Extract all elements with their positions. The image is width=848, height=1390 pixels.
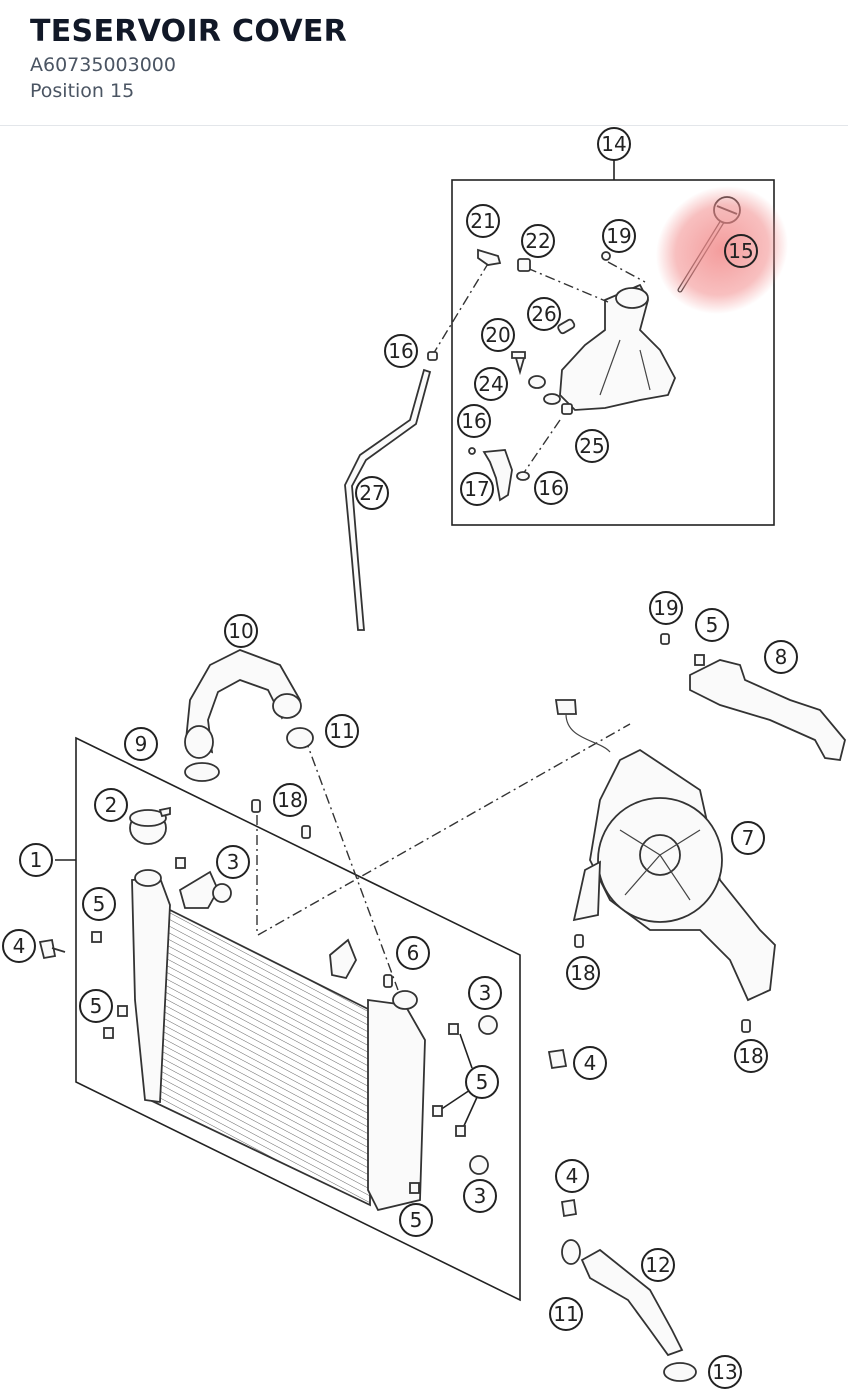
svg-text:13: 13 (712, 1360, 737, 1384)
highlight-marker (655, 185, 789, 315)
svg-text:6: 6 (407, 941, 420, 965)
svg-text:5: 5 (410, 1208, 423, 1232)
callout-1: 1 (19, 843, 53, 877)
callout-19-mid: 19 (649, 591, 683, 625)
callout-4-c: 4 (555, 1159, 589, 1193)
fan-assembly (554, 699, 776, 1033)
callout-10: 10 (224, 614, 258, 648)
callout-9: 9 (124, 727, 158, 761)
callout-4-a: 4 (2, 929, 36, 963)
radiator-assembly (55, 723, 631, 1302)
svg-text:3: 3 (227, 850, 240, 874)
callout-4-b: 4 (573, 1046, 607, 1080)
svg-text:14: 14 (601, 132, 626, 156)
callout-19-top: 19 (602, 219, 636, 253)
svg-text:27: 27 (359, 481, 384, 505)
svg-text:22: 22 (525, 229, 550, 253)
svg-text:11: 11 (553, 1302, 578, 1326)
svg-text:4: 4 (566, 1164, 579, 1188)
callout-8: 8 (764, 640, 798, 674)
svg-text:16: 16 (461, 409, 486, 433)
svg-text:19: 19 (606, 224, 631, 248)
callout-2: 2 (94, 788, 128, 822)
callout-11-top: 11 (325, 714, 359, 748)
callout-16-a: 16 (384, 334, 418, 368)
svg-text:4: 4 (13, 934, 26, 958)
callout-21: 21 (466, 204, 500, 238)
callout-5-e: 5 (399, 1203, 433, 1237)
page-title: TESERVOIR COVER (30, 14, 348, 49)
callout-5-a: 5 (695, 608, 729, 642)
callout-20: 20 (481, 318, 515, 352)
callout-14: 14 (597, 127, 631, 161)
svg-text:20: 20 (485, 323, 510, 347)
callout-22: 22 (521, 224, 555, 258)
svg-text:17: 17 (464, 477, 489, 501)
svg-text:25: 25 (579, 434, 604, 458)
callout-6: 6 (396, 936, 430, 970)
callout-7: 7 (731, 821, 765, 855)
svg-text:19: 19 (653, 596, 678, 620)
callout-11-bottom: 11 (549, 1297, 583, 1331)
page-header: TESERVOIR COVER A60735003000 Position 15 (0, 0, 848, 126)
part-number: A60735003000 (30, 54, 176, 76)
svg-text:15: 15 (728, 239, 753, 263)
svg-text:4: 4 (584, 1051, 597, 1075)
svg-text:18: 18 (738, 1044, 763, 1068)
svg-text:11: 11 (329, 719, 354, 743)
reservoir-assembly (427, 160, 775, 526)
callout-5-c: 5 (79, 989, 113, 1023)
svg-text:9: 9 (135, 732, 148, 756)
position-label: Position 15 (30, 80, 135, 102)
callout-12: 12 (641, 1248, 675, 1282)
callout-16-b: 16 (457, 404, 491, 438)
bolt-4-left (38, 938, 66, 960)
svg-text:5: 5 (476, 1070, 489, 1094)
svg-text:26: 26 (531, 302, 556, 326)
svg-text:1: 1 (30, 848, 43, 872)
hose-12 (580, 1248, 684, 1357)
callout-24: 24 (474, 367, 508, 401)
svg-text:21: 21 (470, 209, 495, 233)
svg-text:16: 16 (538, 476, 563, 500)
clamp-11-top (286, 727, 314, 749)
svg-text:24: 24 (478, 372, 503, 396)
callout-5-d: 5 (465, 1065, 499, 1099)
bracket-8 (689, 659, 846, 761)
svg-text:5: 5 (90, 994, 103, 1018)
svg-text:2: 2 (105, 793, 118, 817)
callout-3-b: 3 (468, 976, 502, 1010)
callout-18-a: 18 (273, 783, 307, 817)
hose-27 (344, 368, 432, 631)
svg-text:7: 7 (742, 826, 755, 850)
callout-13: 13 (708, 1355, 742, 1389)
callout-5-b: 5 (82, 887, 116, 921)
callout-16-c: 16 (534, 471, 568, 505)
callout-25: 25 (575, 429, 609, 463)
svg-text:3: 3 (474, 1184, 487, 1208)
svg-text:12: 12 (645, 1253, 670, 1277)
callout-3-a: 3 (216, 845, 250, 879)
callout-3-c: 3 (463, 1179, 497, 1213)
callout-18-b: 18 (566, 956, 600, 990)
callout-17: 17 (460, 472, 494, 506)
svg-text:16: 16 (388, 339, 413, 363)
svg-text:10: 10 (228, 619, 253, 643)
svg-text:18: 18 (277, 788, 302, 812)
callout-26: 26 (527, 297, 561, 331)
svg-text:18: 18 (570, 961, 595, 985)
svg-text:3: 3 (479, 981, 492, 1005)
callout-27: 27 (355, 476, 389, 510)
svg-text:5: 5 (93, 892, 106, 916)
callout-18-c: 18 (734, 1039, 768, 1073)
callout-15: 15 (724, 234, 758, 268)
svg-text:5: 5 (706, 613, 719, 637)
svg-text:8: 8 (775, 645, 788, 669)
